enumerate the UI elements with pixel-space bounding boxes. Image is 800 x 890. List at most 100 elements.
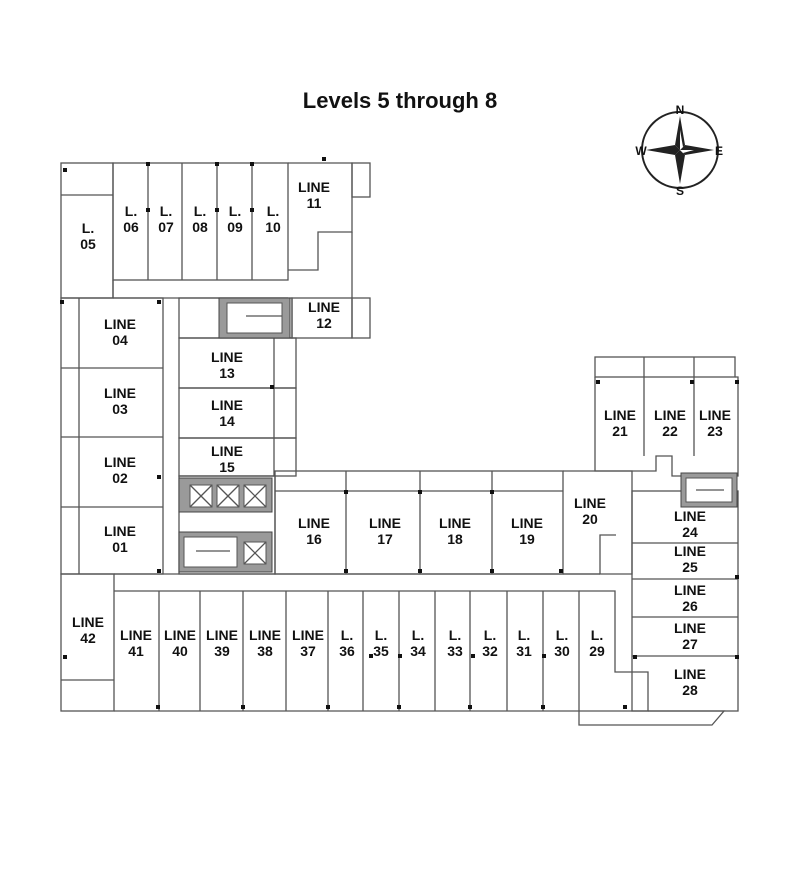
unit-label-line: LINE [308,299,340,315]
unit-label-line: LINE [298,179,330,195]
unit-label-line: LINE [249,627,281,643]
unit-label-line: 13 [219,365,235,381]
unit-label-line: 24 [682,524,698,540]
unit-label-line: L. [591,627,603,643]
compass-east-label: E [715,144,723,158]
unit-label-line: LINE [206,627,238,643]
unit-label-10: L.10 [265,203,281,235]
unit-label-line: 18 [447,531,463,547]
unit-label-line: L. [229,203,241,219]
unit-label-line: 37 [300,643,316,659]
unit-label-line: 16 [306,531,322,547]
unit-label-line: 05 [80,236,96,252]
unit-label-line: 23 [707,423,723,439]
unit-label-line: 29 [589,643,605,659]
unit-label-08: L.08 [192,203,208,235]
unit-label-line: LINE [298,515,330,531]
unit-label-line: LINE [674,666,706,682]
unit-label-line: 26 [682,598,698,614]
unit-label-line: LINE [164,627,196,643]
unit-label-line: 15 [219,459,235,475]
unit-label-line: L. [518,627,530,643]
unit-label-07: L.07 [158,203,174,235]
unit-label-line: 25 [682,559,698,575]
unit-label-line: 08 [192,219,208,235]
unit-label-line: 34 [410,643,426,659]
unit-label-line: 19 [519,531,535,547]
unit-label-05: L.05 [80,220,96,252]
unit-label-line: L. [484,627,496,643]
unit-label-line: LINE [654,407,686,423]
unit-label-line: LINE [674,508,706,524]
unit-label-line: LINE [511,515,543,531]
unit-label-line: 17 [377,531,393,547]
compass-west-label: W [635,144,647,158]
unit-label-34: L.34 [410,627,426,659]
compass-south-label: S [676,184,684,198]
unit-label-line: 28 [682,682,698,698]
unit-label-line: LINE [439,515,471,531]
unit-label-09: L.09 [227,203,243,235]
unit-label-line: 07 [158,219,174,235]
unit-label-line: LINE [104,454,136,470]
unit-label-line: 40 [172,643,188,659]
unit-label-line: 01 [112,539,128,555]
compass-rose: N E S W [635,103,723,198]
unit-label-line: LINE [72,614,104,630]
unit-label-36: L.36 [339,627,355,659]
unit-label-35: L.35 [373,627,389,659]
unit-label-32: L.32 [482,627,498,659]
compass-north-label: N [676,103,685,117]
unit-label-line: LINE [604,407,636,423]
unit-label-line: 21 [612,423,628,439]
unit-label-line: 27 [682,636,698,652]
unit-label-line: LINE [699,407,731,423]
unit-label-line: 36 [339,643,355,659]
unit-label-line: 30 [554,643,570,659]
unit-label-line: L. [267,203,279,219]
unit-label-line: 11 [307,195,322,211]
unit-label-29: L.29 [589,627,605,659]
unit-label-31: L.31 [516,627,532,659]
unit-label-line: 14 [219,413,235,429]
unit-label-line: 32 [482,643,498,659]
plan-title: Levels 5 through 8 [302,88,498,113]
unit-label-line: LINE [674,582,706,598]
unit-label-line: LINE [104,316,136,332]
unit-label-line: LINE [104,523,136,539]
unit-label-33: L.33 [447,627,463,659]
unit-label-line: 20 [582,511,598,527]
unit-label-line: LINE [211,349,243,365]
unit-label-line: LINE [674,543,706,559]
unit-label-line: 41 [128,643,144,659]
unit-label-line: 38 [257,643,273,659]
unit-label-line: 42 [80,630,96,646]
unit-label-line: 12 [316,315,332,331]
unit-label-line: LINE [574,495,606,511]
unit-label-30: L.30 [554,627,570,659]
unit-label-line: LINE [211,397,243,413]
